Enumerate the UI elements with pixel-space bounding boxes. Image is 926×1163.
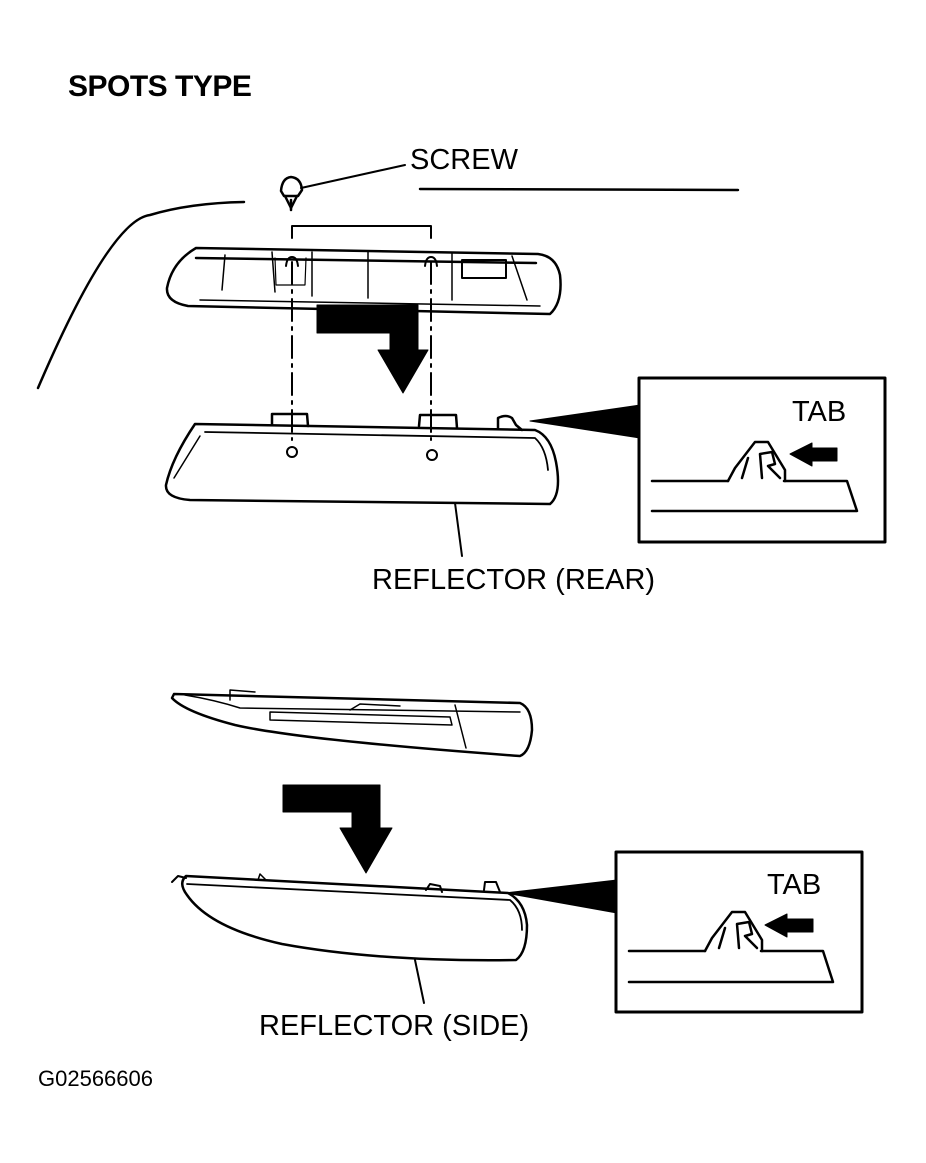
alignment-guides xyxy=(291,225,432,441)
tab-detail-drawing-top xyxy=(650,440,859,513)
reflector-rear-label: REFLECTOR (REAR) xyxy=(372,564,656,596)
tab-detail-pointer-top xyxy=(529,404,641,439)
screw xyxy=(279,175,304,212)
reflector-side-leader-line xyxy=(414,959,425,1004)
reflector-side xyxy=(171,873,529,962)
screw-leader-line xyxy=(300,164,406,189)
tab-detail-drawing-bottom xyxy=(627,910,835,984)
install-arrow-rear xyxy=(316,304,429,394)
tab-arrow-bottom xyxy=(764,913,814,938)
diagram-title: SPOTS TYPE xyxy=(68,70,252,103)
tab-arrow-top xyxy=(789,442,838,467)
figure-code: G02566606 xyxy=(38,1066,153,1091)
tab-detail-inset-top xyxy=(637,376,887,544)
reflector-side-label: REFLECTOR (SIDE) xyxy=(259,1010,530,1042)
side-mount-housing xyxy=(170,689,534,758)
install-arrow-side xyxy=(282,784,393,874)
bumper-outline xyxy=(36,187,740,390)
reflector-rear xyxy=(164,412,560,506)
reflector-rear-leader-line xyxy=(454,502,463,557)
tab-label-bottom: TAB xyxy=(767,869,822,901)
tab-label-top: TAB xyxy=(792,396,847,428)
tab-detail-inset-bottom xyxy=(614,850,864,1014)
screw-label: SCREW xyxy=(410,144,518,176)
rear-mount-housing xyxy=(165,246,562,316)
